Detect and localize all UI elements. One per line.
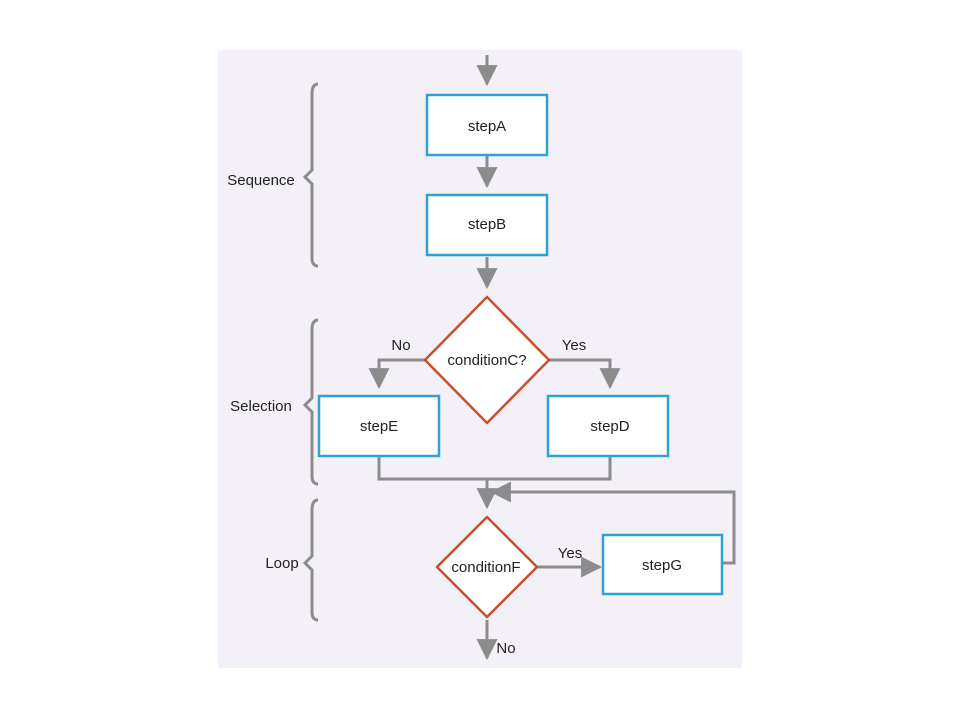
selection-bracket — [302, 318, 319, 486]
f-no-label: No — [496, 640, 515, 657]
conditionC-label: conditionC? — [447, 352, 526, 369]
c-no-arrow — [368, 358, 425, 390]
e-merge-line — [377, 457, 487, 481]
sequence-label: Sequence — [227, 172, 295, 189]
stepD-box — [546, 394, 670, 458]
conditionF-diamond — [435, 515, 539, 619]
stepB-box — [425, 193, 549, 257]
loop-bracket — [302, 498, 319, 622]
stepE-box — [317, 394, 441, 458]
conditionF-label: conditionF — [451, 559, 520, 576]
stepA-label: stepA — [468, 118, 506, 135]
c-yes-label: Yes — [562, 337, 586, 354]
stepE-label: stepE — [360, 418, 398, 435]
loop-back-arrow — [489, 481, 736, 565]
d-merge-line — [487, 457, 612, 481]
selection-label: Selection — [230, 398, 292, 415]
c-yes-arrow — [549, 358, 621, 390]
stepG-label: stepG — [642, 557, 682, 574]
sequence-bracket — [302, 82, 319, 268]
stepG-box — [601, 533, 724, 596]
stepB-label: stepB — [468, 216, 506, 233]
conditionC-diamond — [423, 295, 551, 425]
f-yes-label: Yes — [558, 545, 582, 562]
loop-label: Loop — [265, 555, 298, 572]
stepD-label: stepD — [590, 418, 629, 435]
c-no-label: No — [391, 337, 410, 354]
stepA-box — [425, 93, 549, 157]
